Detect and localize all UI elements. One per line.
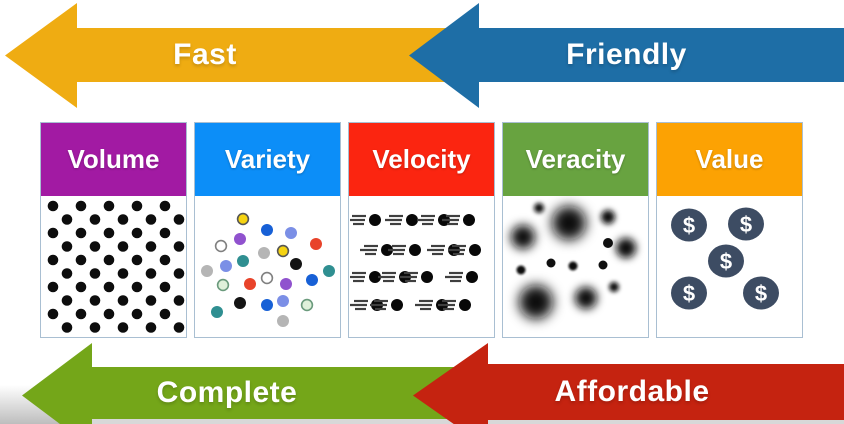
speeding-dots-pattern — [350, 214, 481, 311]
dollar-coin-icon: $ — [743, 276, 779, 310]
affordable-arrow-label: Affordable — [554, 374, 710, 408]
svg-text:$: $ — [755, 281, 767, 306]
card-variety-label: Variety — [224, 144, 311, 174]
card-value: Value $ $ $ $ $ — [656, 122, 803, 338]
affordable-arrow: Affordable — [413, 343, 844, 424]
card-velocity-label: Velocity — [372, 144, 471, 174]
dollar-coins-pattern: $ $ $ $ $ — [671, 207, 779, 310]
card-volume-label: Volume — [67, 144, 160, 174]
friendly-arrow-label: Friendly — [566, 37, 687, 71]
card-velocity-body — [349, 196, 494, 337]
svg-text:$: $ — [683, 213, 695, 238]
card-veracity-label: Veracity — [525, 144, 626, 174]
fast-arrow-label: Fast — [173, 37, 237, 71]
svg-text:$: $ — [740, 212, 752, 237]
card-volume: Volume — [40, 122, 187, 338]
card-value-header: Value — [657, 123, 802, 196]
card-veracity-header: Veracity — [503, 123, 648, 196]
blurred-dots-pattern — [511, 203, 636, 319]
card-velocity: Velocity — [348, 122, 495, 338]
card-variety-header: Variety — [195, 123, 340, 196]
svg-text:$: $ — [683, 281, 695, 306]
card-velocity-header: Velocity — [349, 123, 494, 196]
uniform-black-dots-pattern — [47, 200, 185, 333]
friendly-arrow: Friendly — [409, 3, 844, 108]
complete-arrow-label: Complete — [156, 375, 298, 409]
card-variety: Variety — [194, 122, 341, 338]
card-veracity: Veracity — [502, 122, 649, 338]
card-volume-header: Volume — [41, 123, 186, 196]
card-volume-body — [41, 196, 186, 337]
dollar-coin-icon: $ — [671, 208, 707, 242]
svg-text:$: $ — [720, 249, 732, 274]
card-value-body: $ $ $ $ $ — [657, 196, 802, 337]
dollar-coin-icon: $ — [708, 244, 744, 278]
multicolor-dots-pattern — [201, 212, 335, 327]
card-variety-body — [195, 196, 340, 337]
dollar-coin-icon: $ — [728, 207, 764, 241]
card-value-label: Value — [695, 144, 764, 174]
dollar-coin-icon: $ — [671, 276, 707, 310]
card-veracity-body — [503, 196, 648, 337]
